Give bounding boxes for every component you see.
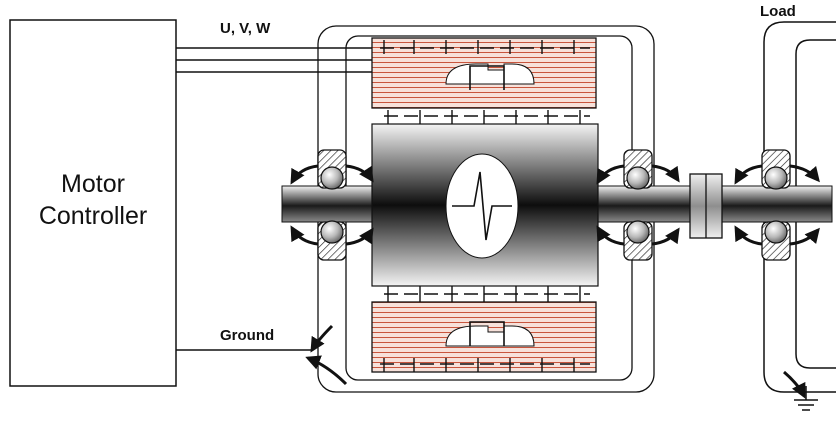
bearing-icon: [761, 149, 791, 261]
phase-label: U, V, W: [220, 20, 271, 37]
load-label: Load: [760, 3, 796, 20]
motor-controller-box: [9, 19, 177, 387]
current-arrow-icon: [290, 164, 820, 399]
bearing-icon: [623, 149, 653, 261]
waveform-icon: [452, 171, 512, 241]
motor-controller-label: Motor Controller: [10, 168, 176, 232]
motor-controller-line1: Motor: [61, 170, 125, 198]
shaft-coupling: [689, 173, 723, 239]
rotor-waveform-window: [445, 153, 519, 259]
stator-lower: [371, 284, 597, 373]
phase-wires: [176, 47, 372, 73]
stator-upper: [371, 37, 597, 128]
motor-controller-line2: Controller: [38, 202, 148, 230]
ground-symbol-icon: [794, 386, 818, 411]
ground-label: Ground: [220, 327, 275, 344]
bearing-icon: [317, 149, 347, 261]
